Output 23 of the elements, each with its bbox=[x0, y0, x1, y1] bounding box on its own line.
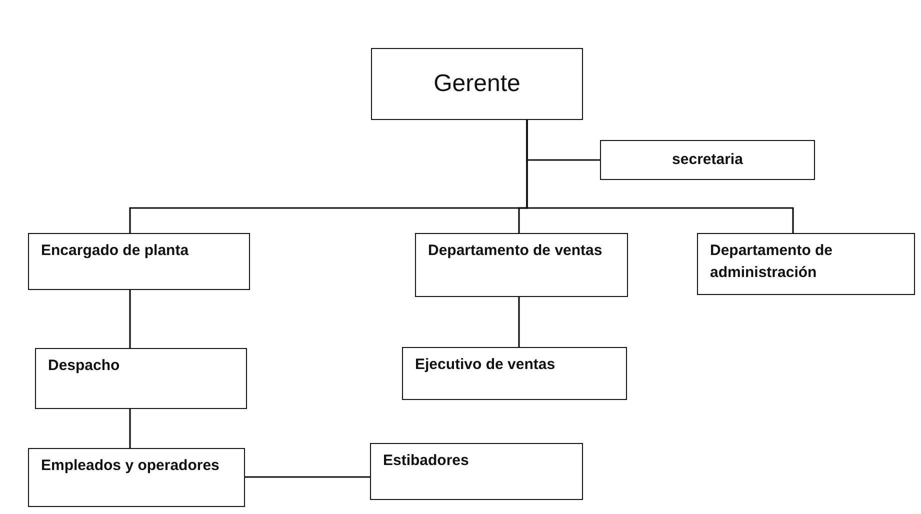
org-box bbox=[371, 48, 583, 120]
box-label: Departamento de administración bbox=[710, 241, 834, 283]
box-label: Despacho bbox=[48, 356, 120, 376]
org-box bbox=[600, 140, 815, 180]
box-label: Gerente bbox=[434, 68, 520, 99]
org-box bbox=[415, 233, 628, 297]
org-box bbox=[35, 348, 247, 409]
connector-line bbox=[518, 297, 520, 347]
connector-line bbox=[245, 476, 370, 478]
box-label: Encargado de planta bbox=[41, 241, 189, 261]
org-box bbox=[697, 233, 915, 295]
box-label: Ejecutivo de ventas bbox=[415, 355, 556, 375]
box-label: Departamento de ventas bbox=[428, 241, 602, 261]
connector-line bbox=[526, 120, 794, 233]
box-label: Empleados y operadores bbox=[41, 456, 220, 476]
org-box bbox=[28, 448, 245, 507]
org-box bbox=[370, 443, 583, 500]
connector-line bbox=[129, 409, 131, 448]
box-label: secretaria bbox=[672, 150, 743, 170]
org-box bbox=[28, 233, 250, 290]
box-label: Estibadores bbox=[383, 451, 469, 471]
connector-line bbox=[129, 290, 131, 348]
org-box bbox=[402, 347, 627, 400]
